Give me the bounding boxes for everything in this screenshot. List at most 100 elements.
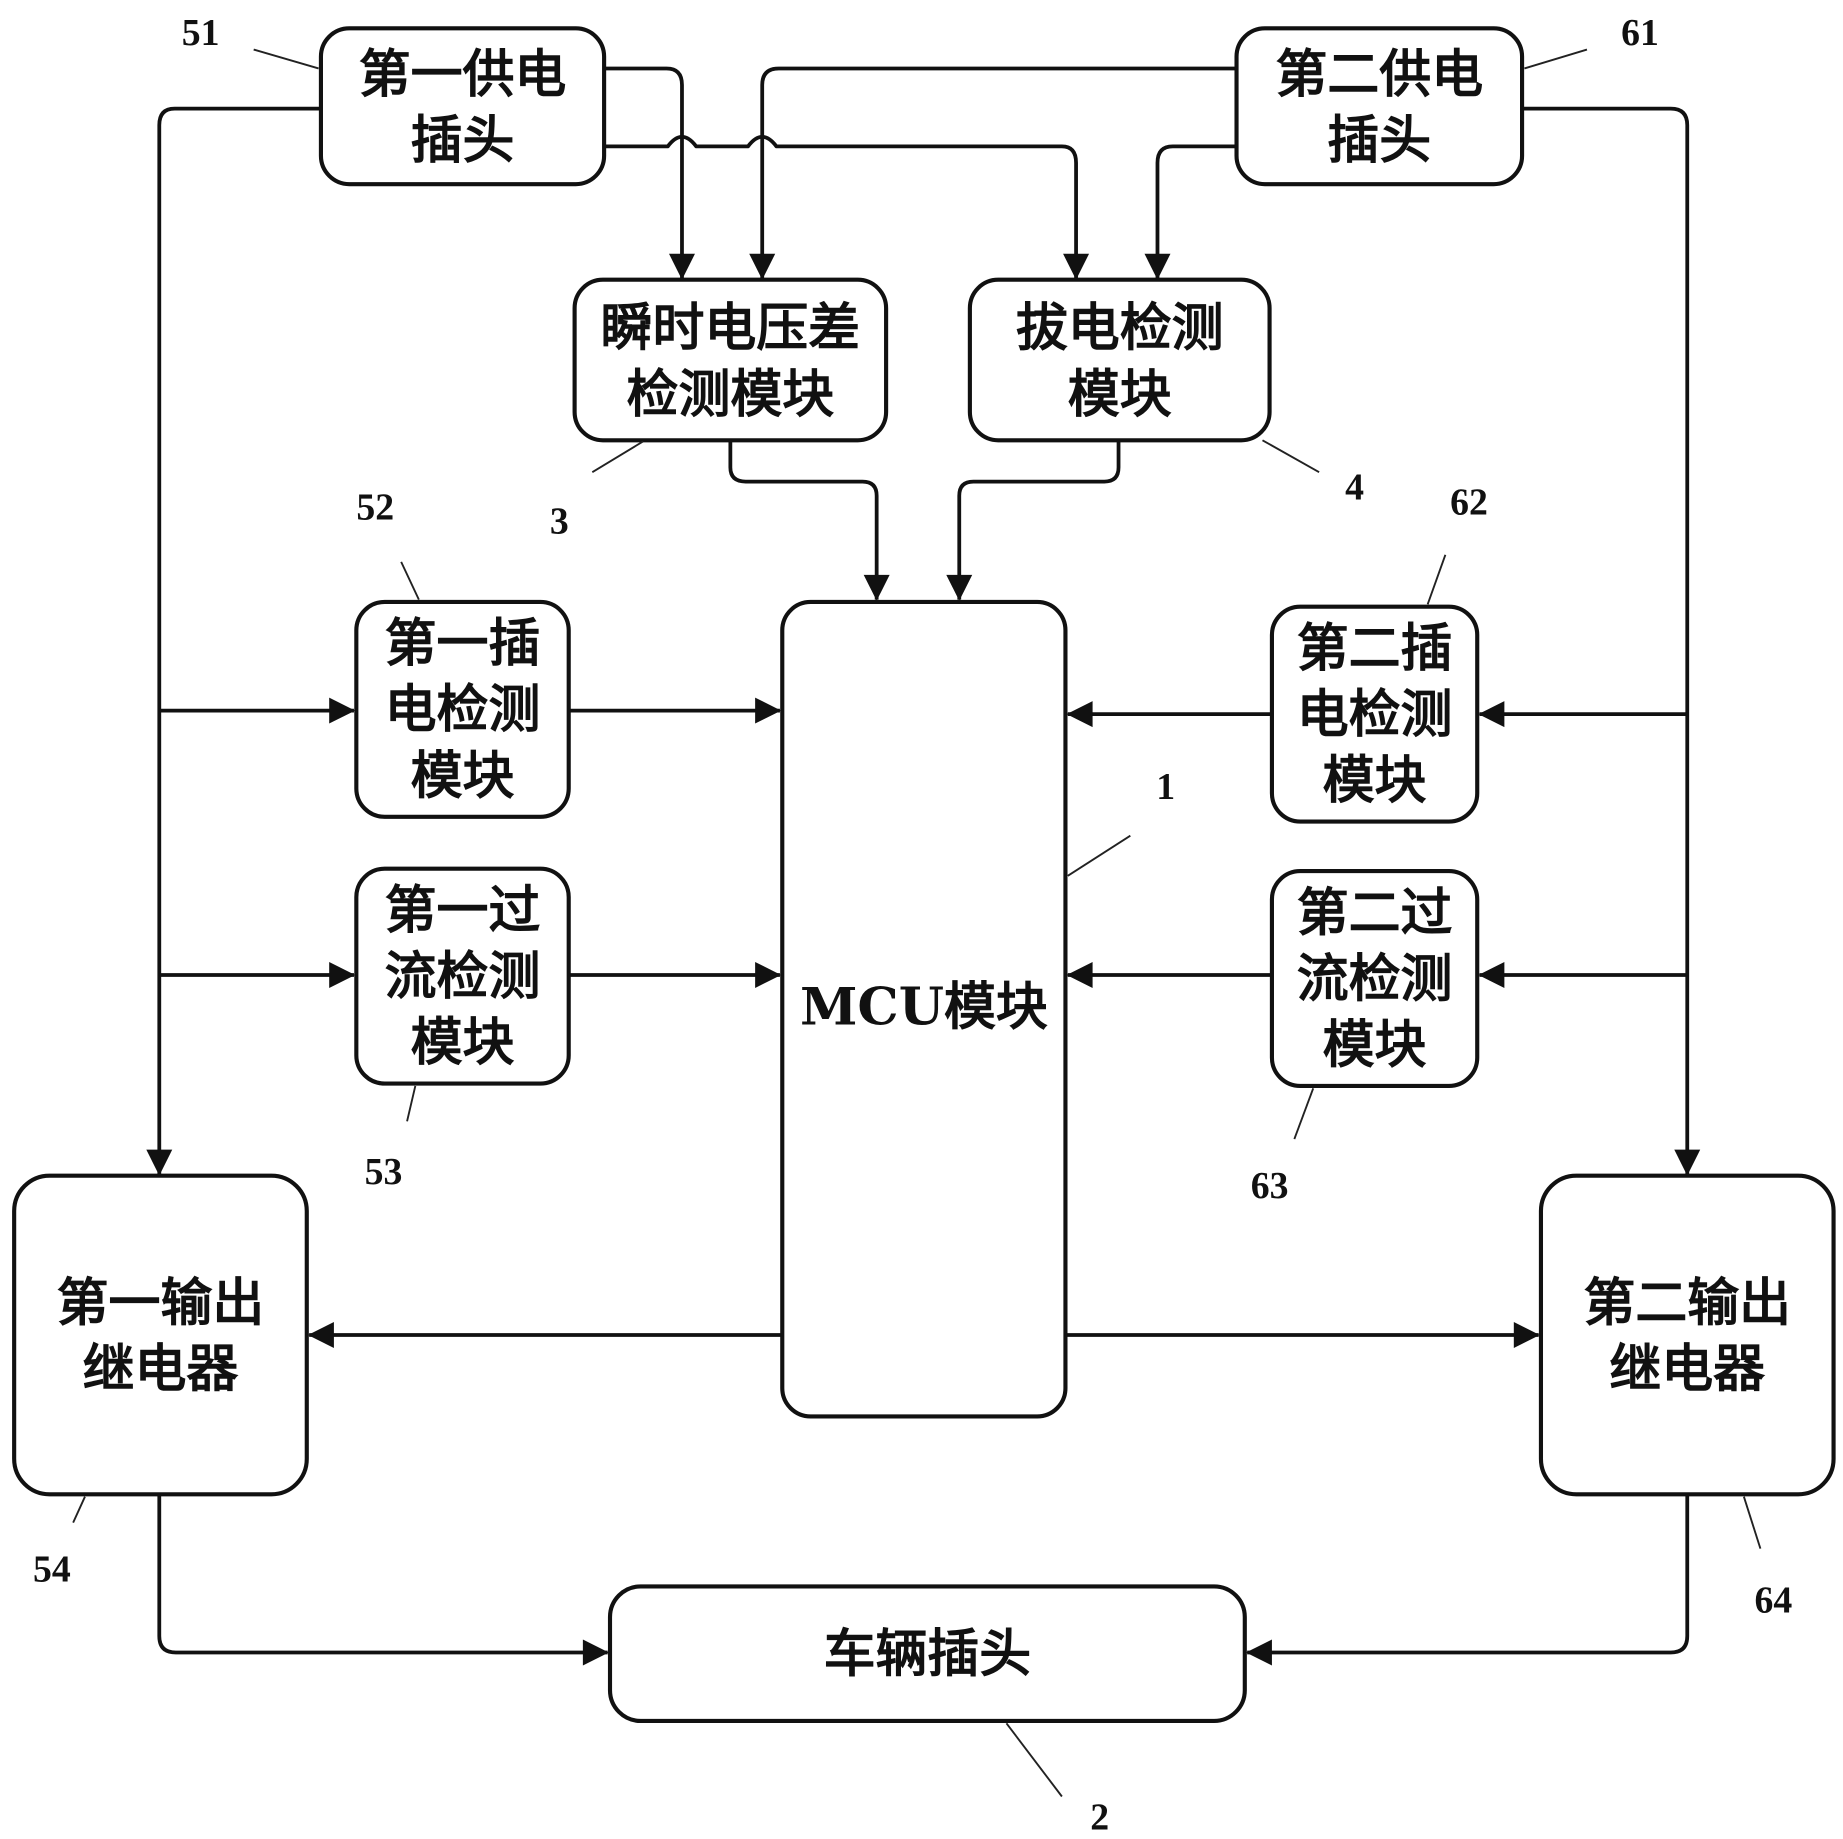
wire-voltage-diff-to-mcu [728, 440, 879, 600]
arrow-to-overcurrent-2 [1478, 961, 1505, 988]
first-supply-plug-reference-number: 51 [182, 12, 220, 54]
wire-plug2-to-unplug-detect [1155, 144, 1237, 279]
second-output-relay-reference-number: 64 [1755, 1579, 1793, 1621]
wire-unplug-to-mcu [957, 440, 1121, 600]
connectors [146, 66, 1701, 1666]
instant-voltage-difference-module-frame [572, 277, 889, 443]
arrow-to-voltage-diff-2 [749, 253, 776, 280]
mcu-module: MCU模块 [780, 599, 1068, 1419]
mcu-module-leader-line [1067, 834, 1131, 877]
first-overcurrent-detection-module-reference-number: 53 [365, 1151, 403, 1193]
first-overcurrent-detection-module-frame [354, 866, 571, 1086]
vehicle-plug-reference-number: 2 [1090, 1797, 1109, 1839]
first-output-relay-label: 第一输出 [57, 1273, 265, 1334]
first-output-relay-label: 继电器 [83, 1339, 240, 1400]
unplug-detection-module-leader-line [1262, 439, 1320, 473]
second-supply-plug-label: 第二供电 [1276, 44, 1484, 105]
first-supply-plug-frame [318, 26, 607, 187]
arrow-plug-detect-2-to-mcu [1066, 701, 1093, 728]
wire-plug1-to-voltage-diff [604, 66, 684, 279]
first-plug-detection-module-label: 模块 [411, 745, 515, 806]
first-plug-detection-module-label: 电检测 [385, 679, 541, 740]
first-plug-detection-module-reference-number: 52 [356, 486, 394, 528]
arrow-relay-2-to-vehicle-plug [1245, 1639, 1272, 1666]
second-supply-plug-label: 插头 [1327, 110, 1431, 171]
first-supply-plug-leader-line [253, 48, 319, 70]
wire-right-trunk [1522, 106, 1690, 1175]
second-plug-detection-module-label: 电检测 [1297, 684, 1453, 745]
second-output-relay-label: 继电器 [1609, 1339, 1766, 1400]
instant-voltage-difference-module-reference-number: 3 [550, 501, 569, 543]
unplug-detection-module-label: 模块 [1068, 364, 1172, 425]
second-plug-detection-module-leader-line [1426, 554, 1447, 605]
first-supply-plug-label: 插头 [411, 110, 515, 171]
arrow-trunk-to-relay-2 [1674, 1149, 1701, 1176]
arrow-mcu-to-relay-2 [1513, 1322, 1540, 1348]
vehicle-plug-label: 车辆插头 [824, 1624, 1032, 1685]
arrow-mcu-to-relay-1 [307, 1322, 334, 1348]
arrow-unplug-to-mcu [946, 574, 973, 601]
vehicle-plug: 车辆插头 [607, 1584, 1247, 1724]
mcu-module-frame [780, 599, 1068, 1419]
first-output-relay-leader-line [72, 1496, 86, 1524]
first-plug-detection-module-label: 第一插 [385, 613, 541, 674]
first-overcurrent-detection-module-label: 第一过 [385, 880, 541, 941]
unplug-detection-module-reference-number: 4 [1345, 466, 1364, 508]
second-overcurrent-detection-module-leader-line [1293, 1087, 1315, 1140]
second-output-relay-frame [1538, 1173, 1836, 1497]
unplug-detection-module-label: 拔电检测 [1016, 298, 1224, 359]
mcu-module-label: MCU模块 [800, 976, 1048, 1037]
vehicle-plug-frame [607, 1584, 1247, 1724]
second-plug-detection-module-label: 模块 [1323, 750, 1427, 811]
second-overcurrent-detection-module-frame [1269, 869, 1480, 1088]
wire-plug2-to-voltage-diff [760, 66, 1237, 279]
arrow-trunk-to-relay-1 [146, 1149, 173, 1176]
wire-relay-2-to-vehicle-plug [1247, 1494, 1690, 1655]
second-overcurrent-detection-module-label: 流检测 [1297, 948, 1453, 1009]
second-overcurrent-detection-module-label: 模块 [1323, 1014, 1427, 1075]
second-plug-detection-module-label: 第二插 [1297, 618, 1453, 679]
first-plug-detection-module-frame [354, 599, 571, 819]
arrow-overcurrent-1-to-mcu [755, 961, 782, 988]
first-supply-plug-label: 第一供电 [359, 44, 567, 105]
mcu-module-reference-number: 1 [1156, 766, 1175, 808]
first-overcurrent-detection-module-label: 流检测 [385, 946, 541, 1007]
instant-voltage-difference-module-label: 瞬时电压差 [601, 298, 860, 359]
instant-voltage-difference-module-label: 检测模块 [627, 364, 835, 425]
unplug-detection-module-frame [967, 277, 1272, 443]
arrow-voltage-diff-to-mcu [863, 574, 890, 601]
first-overcurrent-detection-module-label: 模块 [411, 1012, 515, 1073]
first-output-relay-frame [12, 1173, 309, 1497]
second-supply-plug-reference-number: 61 [1621, 12, 1659, 54]
second-supply-plug-leader-line [1524, 48, 1588, 70]
second-overcurrent-detection-module-label: 第二过 [1297, 882, 1453, 943]
arrow-to-unplug-detect-1 [1063, 253, 1090, 280]
second-output-relay-leader-line [1742, 1496, 1762, 1549]
arrow-overcurrent-2-to-mcu [1066, 961, 1093, 988]
arrow-to-unplug-detect-2 [1144, 253, 1171, 280]
second-supply-plug-frame [1234, 26, 1525, 187]
wire-left-trunk [157, 106, 321, 1175]
arrow-to-plug-detect-2 [1478, 701, 1505, 728]
arrow-plug-detect-1-to-mcu [755, 697, 782, 724]
first-overcurrent-detection-module-leader-line [406, 1085, 417, 1122]
instant-voltage-difference-module-leader-line [591, 440, 644, 473]
arrow-to-voltage-diff-1 [669, 253, 695, 280]
second-overcurrent-detection-module-reference-number: 63 [1251, 1165, 1289, 1207]
second-plug-detection-module-frame [1269, 604, 1480, 824]
first-output-relay-reference-number: 54 [33, 1549, 71, 1591]
arrow-to-overcurrent-1 [329, 961, 356, 988]
wire-relay-1-to-vehicle-plug [157, 1494, 608, 1655]
vehicle-plug-leader-line [1005, 1722, 1063, 1798]
